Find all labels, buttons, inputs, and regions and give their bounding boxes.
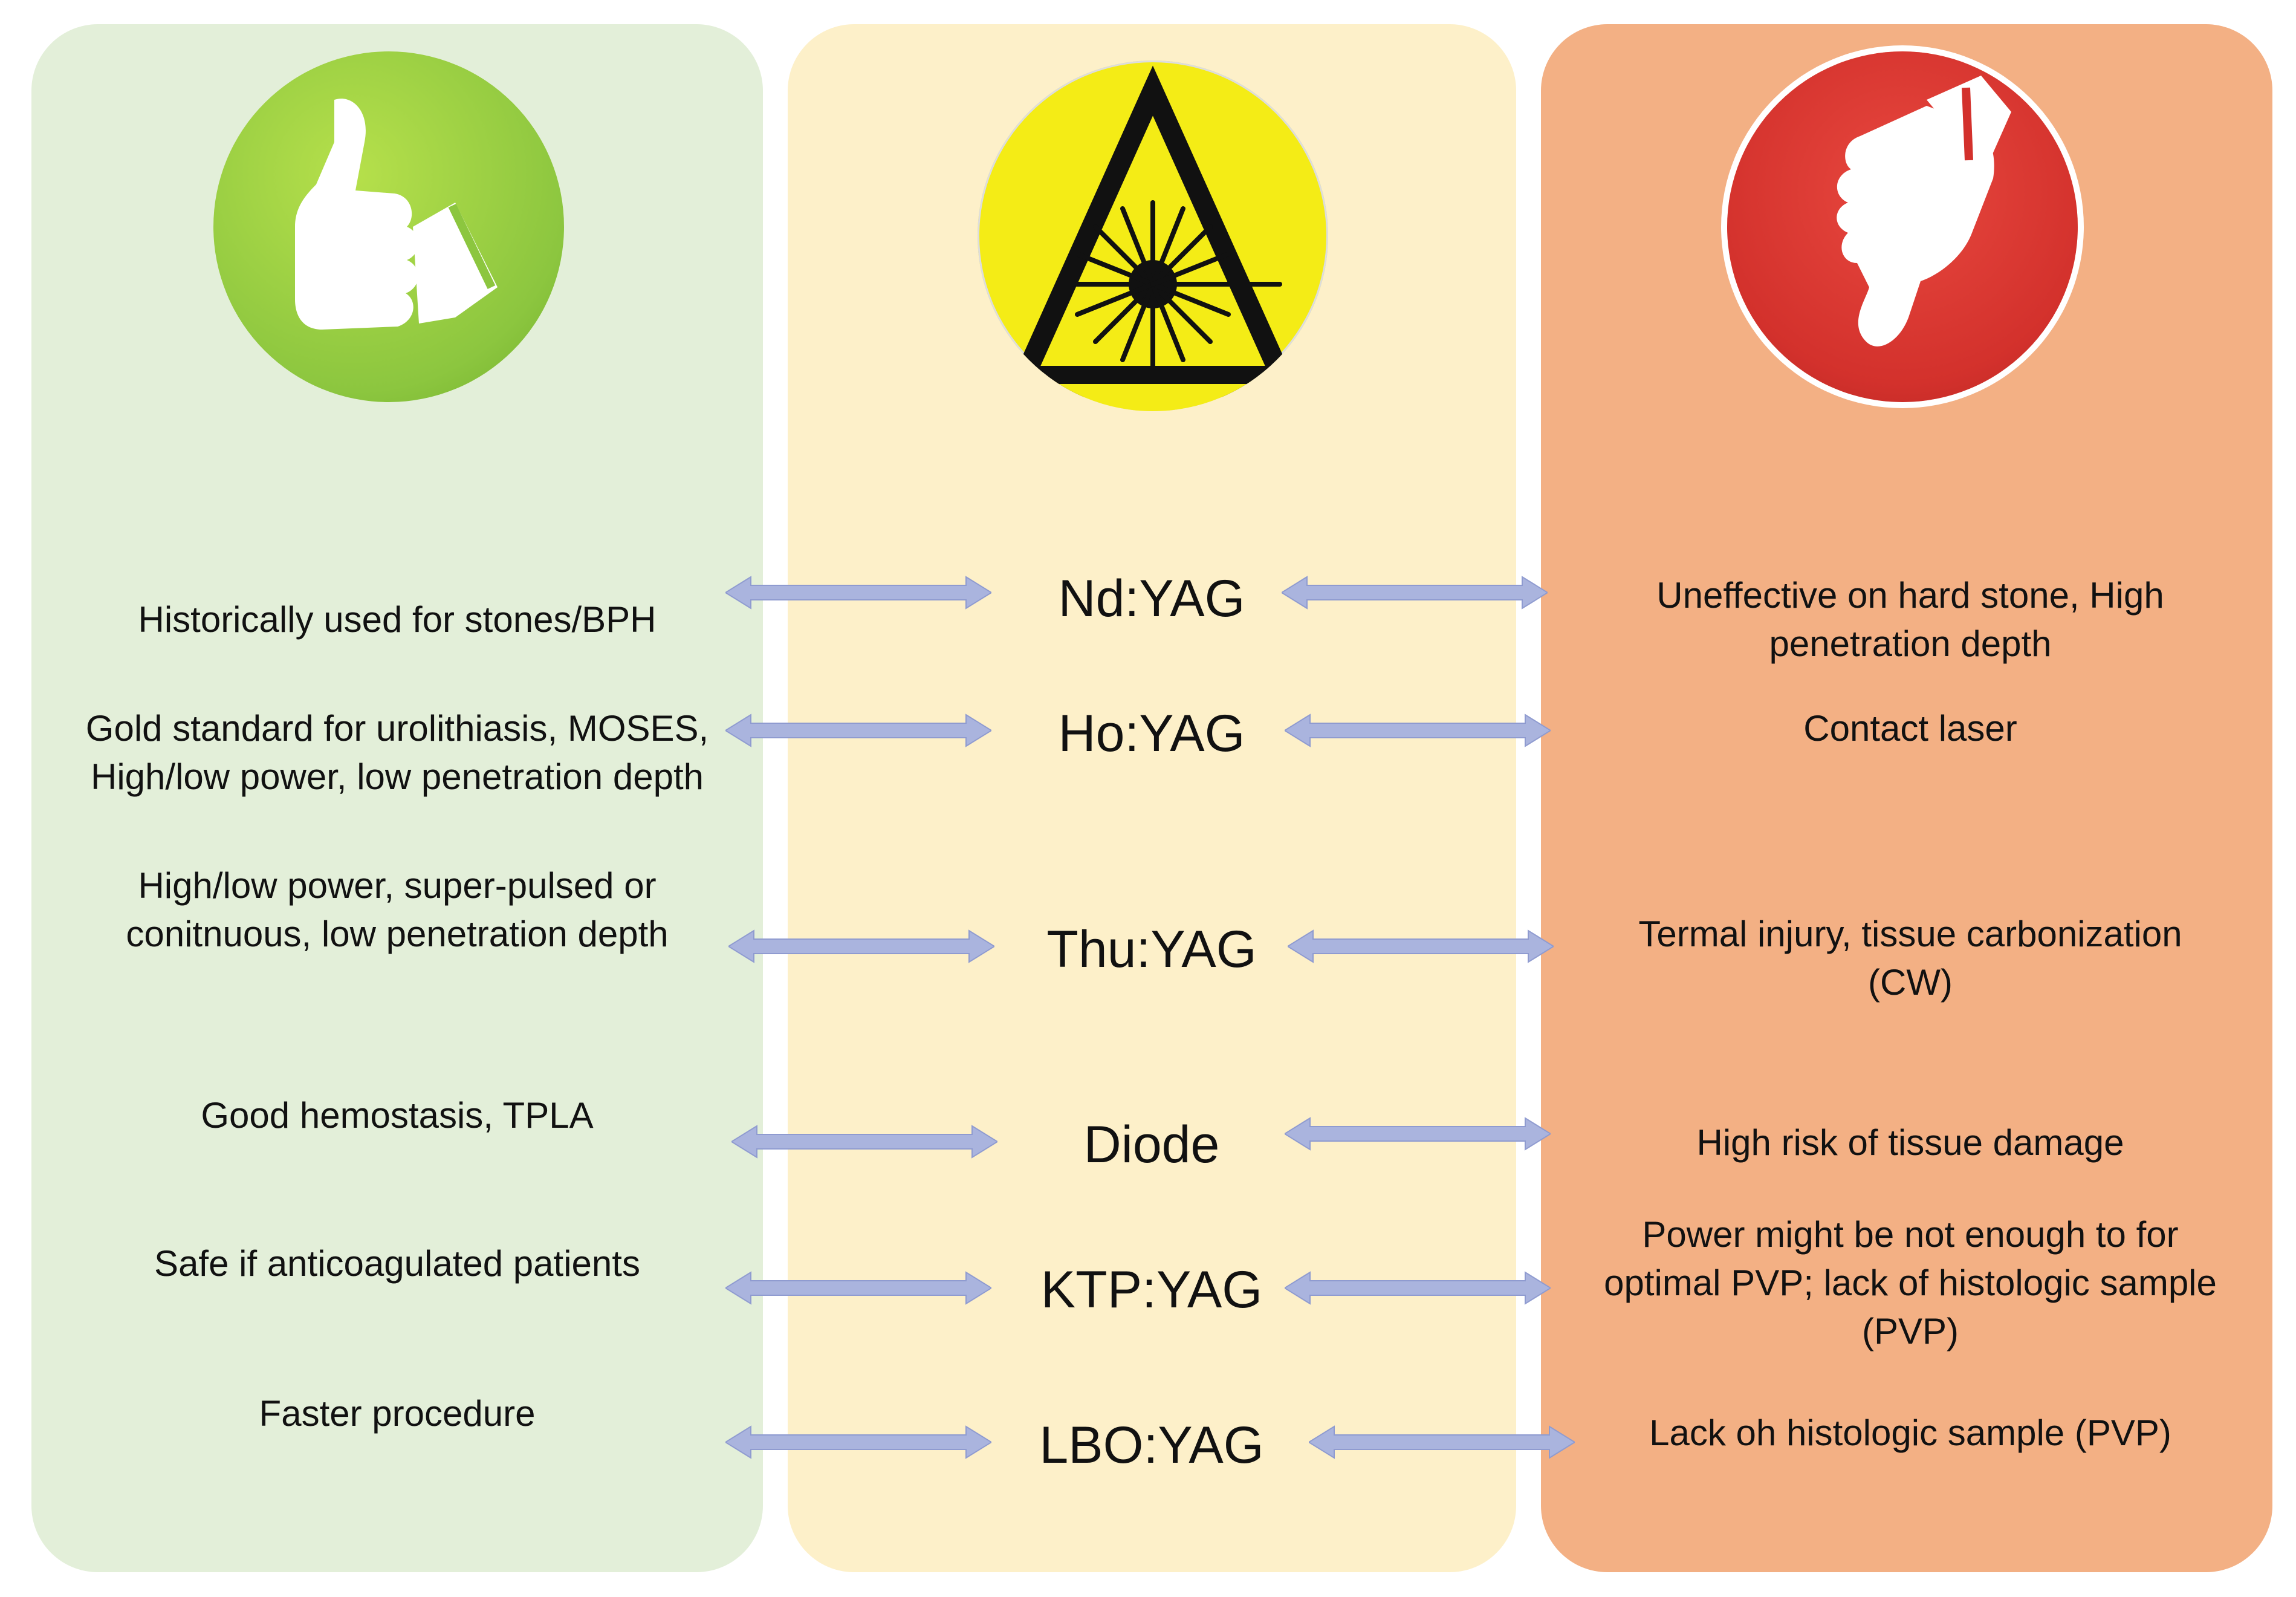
double-arrow-icon (1288, 929, 1554, 963)
double-arrow-icon (728, 929, 994, 963)
thumbs-up-icon (213, 51, 564, 402)
arrow-right-ktp-yag (1285, 1270, 1551, 1306)
pro-line: conitnuous, low penetration depth (126, 914, 669, 954)
double-arrow-icon (725, 1425, 991, 1459)
pro-text-ho-yag: Gold standard for urolithiasis, MOSES, H… (41, 704, 754, 801)
arrow-right-ho-yag (1285, 712, 1551, 749)
pro-line: Faster procedure (259, 1393, 536, 1434)
laser-label-nd-yag: Nd:YAG (1058, 570, 1245, 628)
arrow-left-ktp-yag (725, 1270, 991, 1306)
arrow-left-thu-yag (728, 928, 994, 964)
arrow-right-thu-yag (1288, 928, 1554, 964)
con-line: penetration depth (1769, 623, 2052, 664)
double-arrow-icon (1285, 1271, 1551, 1305)
con-text-nd-yag: Uneffective on hard stone, High penetrat… (1548, 571, 2273, 668)
con-line: optimal PVP; lack of histologic sample (1604, 1263, 2217, 1303)
con-line: Lack oh histologic sample (PVP) (1649, 1413, 2171, 1453)
con-line: High risk of tissue damage (1696, 1122, 2124, 1163)
laser-label-thu-yag: Thu:YAG (1046, 920, 1257, 978)
arrow-left-diode (731, 1124, 997, 1160)
pro-text-diode: Good hemostasis, TPLA (41, 1091, 754, 1140)
pro-line: Good hemostasis, TPLA (201, 1095, 594, 1136)
double-arrow-icon (731, 1125, 997, 1159)
con-text-ktp-yag: Power might be not enough to for optimal… (1548, 1211, 2273, 1356)
thumbs-down-icon (1727, 51, 2078, 402)
double-arrow-icon (725, 714, 991, 747)
arrow-left-nd-yag (725, 574, 991, 611)
pro-line: High/low power, low penetration depth (91, 756, 704, 797)
laser-label-ktp-yag: KTP:YAG (1040, 1261, 1263, 1319)
pro-line: Historically used for stones/BPH (138, 599, 657, 640)
pro-text-nd-yag: Historically used for stones/BPH (41, 596, 754, 644)
double-arrow-icon (1309, 1425, 1575, 1459)
arrow-left-ho-yag (725, 712, 991, 749)
pro-line: Safe if anticoagulated patients (154, 1243, 640, 1284)
laser-label-ho-yag: Ho:YAG (1058, 704, 1245, 763)
double-arrow-icon (1285, 714, 1551, 747)
con-line: (PVP) (1861, 1311, 1959, 1351)
pro-line: Gold standard for urolithiasis, MOSES, (85, 708, 709, 749)
double-arrow-icon (1285, 1117, 1551, 1151)
arrow-right-nd-yag (1282, 574, 1548, 611)
con-line: Uneffective on hard stone, High (1656, 575, 2164, 616)
double-arrow-icon (725, 1271, 991, 1305)
con-text-lbo-yag: Lack oh histologic sample (PVP) (1548, 1409, 2273, 1457)
con-text-diode: High risk of tissue damage (1548, 1119, 2273, 1167)
con-line: (CW) (1868, 962, 1953, 1003)
laser-warning-icon (978, 60, 1328, 411)
arrow-left-lbo-yag (725, 1424, 991, 1460)
pro-text-lbo-yag: Faster procedure (41, 1390, 754, 1438)
con-line: Termal injury, tissue carbonization (1638, 914, 2182, 954)
pro-text-ktp-yag: Safe if anticoagulated patients (41, 1240, 754, 1288)
arrow-right-diode (1285, 1116, 1551, 1152)
con-line: Power might be not enough to for (1642, 1214, 2179, 1255)
laser-label-lbo-yag: LBO:YAG (1039, 1416, 1264, 1474)
con-text-ho-yag: Contact laser (1548, 704, 2273, 753)
double-arrow-icon (725, 576, 991, 610)
pro-text-thu-yag: High/low power, super-pulsed or conitnuo… (41, 862, 754, 958)
double-arrow-icon (1282, 576, 1548, 610)
pro-line: High/low power, super-pulsed or (138, 865, 657, 906)
laser-label-diode: Diode (1083, 1116, 1220, 1174)
arrow-right-lbo-yag (1309, 1424, 1575, 1460)
con-text-thu-yag: Termal injury, tissue carbonization (CW) (1548, 910, 2273, 1007)
con-line: Contact laser (1803, 708, 2017, 749)
